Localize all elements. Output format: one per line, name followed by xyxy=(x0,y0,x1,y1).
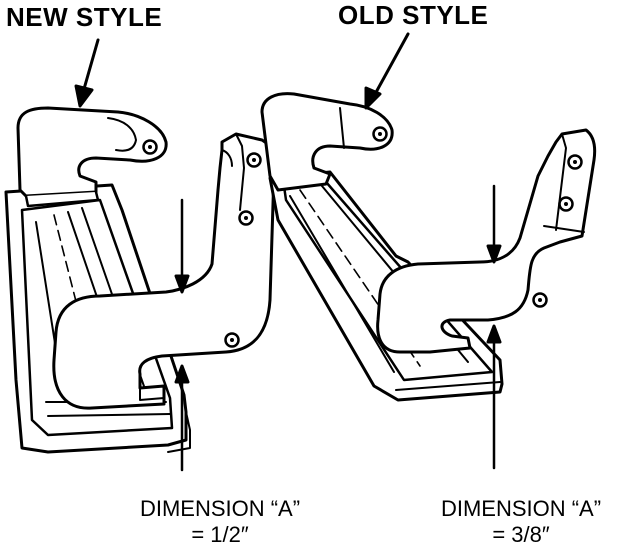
dimension-a-right-caption: DIMENSION “A” xyxy=(440,496,602,521)
new-style-upper-arm xyxy=(16,106,168,208)
dimension-a-left-arrows xyxy=(174,198,190,472)
dimension-a-left-value: = 1/2″ xyxy=(191,522,249,547)
dimension-a-left-callout: DIMENSION “A” = 1/2″ xyxy=(100,496,340,548)
dimension-a-left-caption: DIMENSION “A” xyxy=(139,496,301,521)
old-style-lower-arm xyxy=(376,128,597,354)
dimension-a-right-arrows xyxy=(486,184,502,470)
old-style-upper-arm xyxy=(260,92,394,192)
dimension-a-right-value: = 3/8″ xyxy=(492,522,550,547)
dimension-a-right-callout: DIMENSION “A” = 3/8″ xyxy=(406,496,636,548)
new-style-label: NEW STYLE xyxy=(6,2,163,32)
old-style-leader-arrow xyxy=(364,32,410,110)
old-style-label: OLD STYLE xyxy=(338,0,489,30)
new-style-leader-arrow xyxy=(74,38,100,108)
